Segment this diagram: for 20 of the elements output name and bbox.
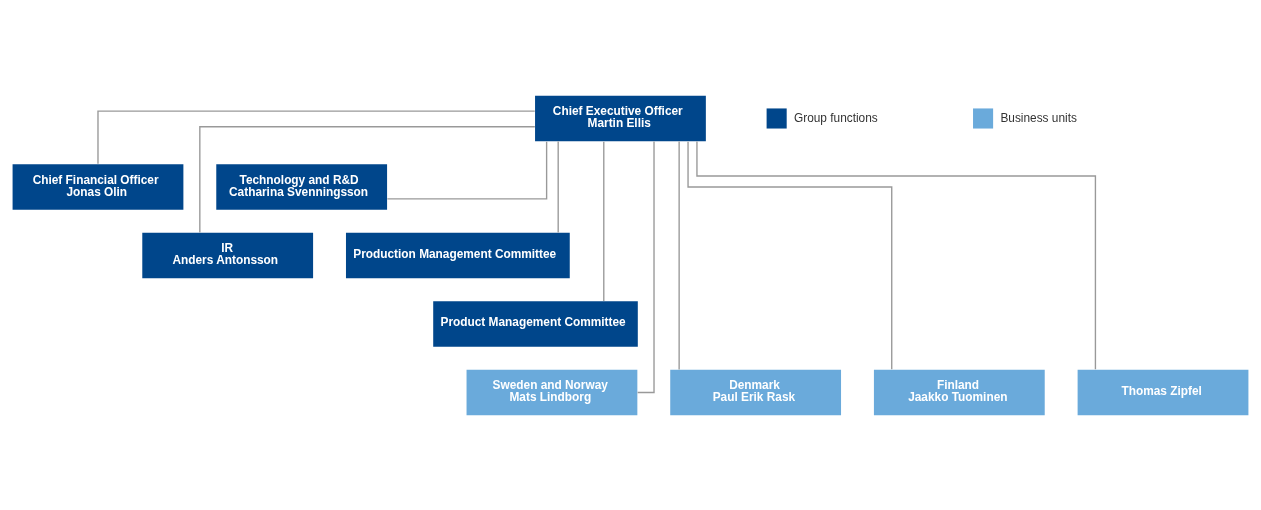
node-box: Thomas Zipfel [1077,369,1249,415]
connector [603,140,605,302]
legend-label: Group functions [794,110,878,125]
node-box: Chief Executive Officer Martin Ellis [535,95,706,141]
connector [199,125,536,233]
connector [386,140,548,200]
connector [687,140,893,370]
connector [678,140,680,370]
node-box: Product Management Committee [433,300,638,347]
connector [97,110,536,165]
node-box: Chief Financial Officer Jonas Olin [12,163,184,210]
node-box: IR Anders Antonsson [142,232,314,278]
legend-label: Business units [1000,110,1077,125]
connector [696,140,1097,370]
node-box: Finland Jaakko Tuominen [873,369,1045,415]
connector [557,140,559,233]
node-box: Production Management Committee [345,232,570,278]
node-box: Denmark Paul Erik Rask [670,369,842,415]
node-box: Sweden and Norway Mats Lindborg [466,369,638,415]
node-box: Technology and R&D Catharina Svenningsson [216,163,388,210]
